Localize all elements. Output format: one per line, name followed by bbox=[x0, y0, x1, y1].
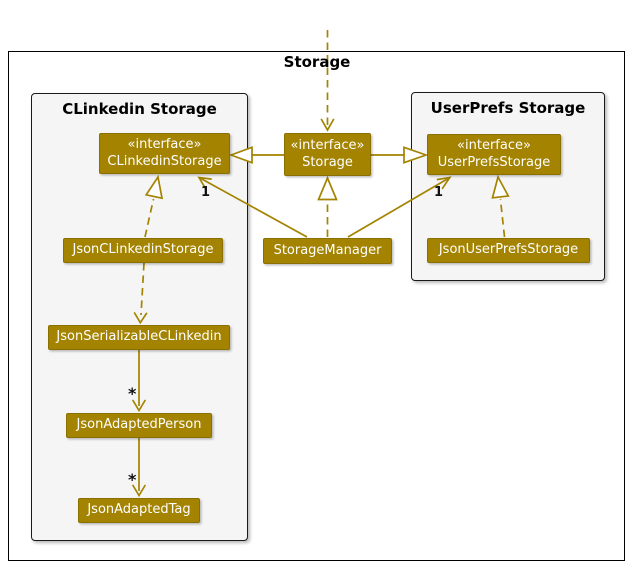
class-name: UserPrefsStorage bbox=[437, 154, 551, 170]
node-interface-clinkedinstorage: «interface» CLinkedinStorage bbox=[99, 133, 230, 174]
stereotype-label: «interface» bbox=[127, 136, 202, 152]
class-name: JsonSerializableCLinkedin bbox=[56, 329, 222, 345]
node-interface-storage: «interface» Storage bbox=[284, 133, 371, 176]
class-name: CLinkedinStorage bbox=[107, 153, 222, 169]
node-jsonadaptedperson: JsonAdaptedPerson bbox=[66, 413, 212, 438]
node-jsonclinkedinstorage: JsonCLinkedinStorage bbox=[63, 238, 223, 263]
class-name: JsonAdaptedPerson bbox=[76, 417, 202, 433]
class-name: StorageManager bbox=[273, 242, 382, 258]
userprefs-storage-container-title: UserPrefs Storage bbox=[430, 99, 586, 117]
multiplicity-label-right: 1 bbox=[434, 185, 444, 200]
multiplicity-label-tag: * bbox=[128, 470, 137, 489]
node-jsonserializableclinkedin: JsonSerializableCLinkedin bbox=[48, 325, 230, 350]
multiplicity-label-left: 1 bbox=[201, 185, 211, 200]
node-jsonadaptedtag: JsonAdaptedTag bbox=[78, 498, 200, 523]
class-name: JsonCLinkedinStorage bbox=[72, 242, 214, 258]
node-interface-userprefsstorage: «interface» UserPrefsStorage bbox=[427, 134, 561, 175]
stereotype-label: «interface» bbox=[457, 137, 531, 153]
class-name: Storage bbox=[302, 154, 353, 170]
node-jsonuserprefsstorage: JsonUserPrefsStorage bbox=[427, 238, 590, 263]
clinkedin-storage-container-title: CLinkedin Storage bbox=[62, 100, 217, 118]
stereotype-label: «interface» bbox=[290, 137, 365, 153]
class-name: JsonUserPrefsStorage bbox=[438, 242, 579, 258]
class-name: JsonAdaptedTag bbox=[87, 502, 191, 518]
multiplicity-label-person: * bbox=[128, 384, 137, 403]
node-storagemanager: StorageManager bbox=[263, 238, 392, 264]
